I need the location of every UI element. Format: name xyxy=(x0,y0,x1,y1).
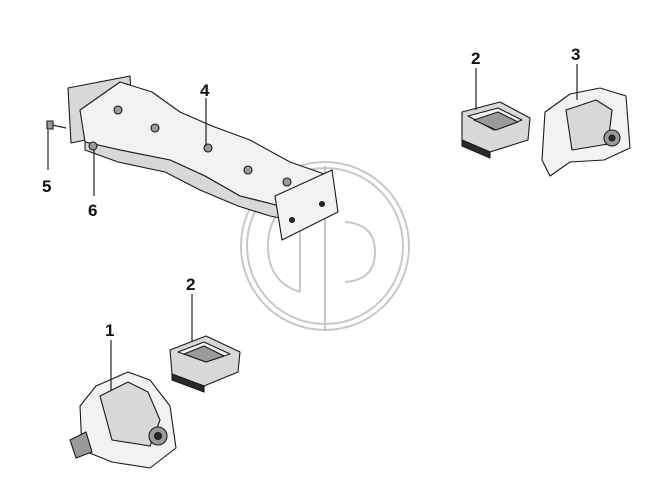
callout-4: 4 xyxy=(200,81,210,100)
callout-2-lower: 2 xyxy=(186,275,195,294)
callout-1: 1 xyxy=(105,321,114,340)
bolt-part xyxy=(46,120,67,130)
watermark-logo xyxy=(240,161,410,331)
callout-6: 6 xyxy=(88,201,97,220)
crossmember-beam-part xyxy=(67,75,339,241)
callout-5: 5 xyxy=(42,177,51,196)
callout-3: 3 xyxy=(571,45,580,64)
engine-mount-bracket-right-part xyxy=(541,87,631,177)
leader-lines xyxy=(47,64,578,390)
callout-2-upper: 2 xyxy=(471,49,480,68)
mount-pad-upper-part xyxy=(461,101,531,159)
nut-part xyxy=(88,141,98,151)
engine-mount-bracket-left-part xyxy=(69,371,177,469)
mount-pad-lower-part xyxy=(169,335,241,393)
